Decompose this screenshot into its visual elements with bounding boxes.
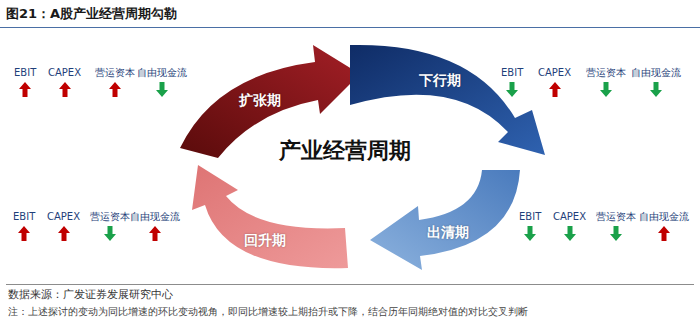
indicator-label: CAPEX: [553, 211, 586, 223]
indicator-label: 营运资本: [90, 211, 130, 223]
footnote: 注：上述探讨的变动为同比增速的环比变动视角，即同比增速较上期抬升或下降，结合历年…: [8, 306, 528, 318]
cycle-arrow: 回升期: [188, 162, 352, 274]
phase-label: 下行期: [419, 72, 461, 89]
indicator-label: 自由现金流: [639, 211, 689, 223]
up-arrow-icon: [58, 226, 70, 241]
arrow-group: [192, 165, 348, 268]
arrow-shape: [188, 162, 352, 274]
source-note: 数据来源：广发证券发展研究中心: [8, 288, 173, 301]
up-arrow-icon: [109, 82, 121, 97]
indicator-label: 营运资本: [586, 67, 626, 79]
up-arrow-icon: [18, 226, 30, 241]
indicator-label: 自由现金流: [130, 211, 180, 223]
down-arrow-icon: [104, 226, 116, 241]
arrow-group: [370, 170, 520, 270]
center-title: 产业经营周期: [279, 138, 411, 164]
down-arrow-icon: [564, 226, 576, 241]
indicator-label: CAPEX: [538, 67, 571, 79]
phase-label: 出清期: [427, 224, 469, 241]
arrow-body: [192, 165, 348, 268]
indicator-label: EBIT: [14, 67, 36, 79]
indicator-label: EBIT: [13, 211, 35, 223]
figure-title: 图21：A股产业经营周期勾勒: [6, 6, 177, 22]
down-arrow-icon: [610, 226, 622, 241]
footer-rule: [6, 284, 694, 285]
down-arrow-icon: [156, 82, 168, 97]
down-arrow-icon: [506, 82, 518, 97]
cycle-arrow: 出清期: [366, 166, 524, 274]
indicator-label: EBIT: [501, 67, 523, 79]
indicator-label: 营运资本: [596, 211, 636, 223]
down-arrow-icon: [650, 82, 662, 97]
arrow-shape: [366, 166, 524, 274]
phase-label: 回升期: [244, 232, 286, 249]
up-arrow-icon: [149, 226, 161, 241]
down-arrow-icon: [524, 226, 536, 241]
phase-label: 扩张期: [239, 92, 281, 109]
up-arrow-icon: [658, 226, 670, 241]
up-arrow-icon: [19, 82, 31, 97]
indicator-label: CAPEX: [47, 211, 80, 223]
indicator-label: 营运资本: [95, 67, 135, 79]
indicator-label: 自由现金流: [631, 67, 681, 79]
indicator-label: 自由现金流: [137, 67, 187, 79]
title-rule: [0, 27, 700, 28]
indicator-label: EBIT: [519, 211, 541, 223]
up-arrow-icon: [59, 82, 71, 97]
down-arrow-icon: [600, 82, 612, 97]
indicator-label: CAPEX: [48, 67, 81, 79]
arrow-body: [370, 170, 520, 270]
up-arrow-icon: [549, 82, 561, 97]
